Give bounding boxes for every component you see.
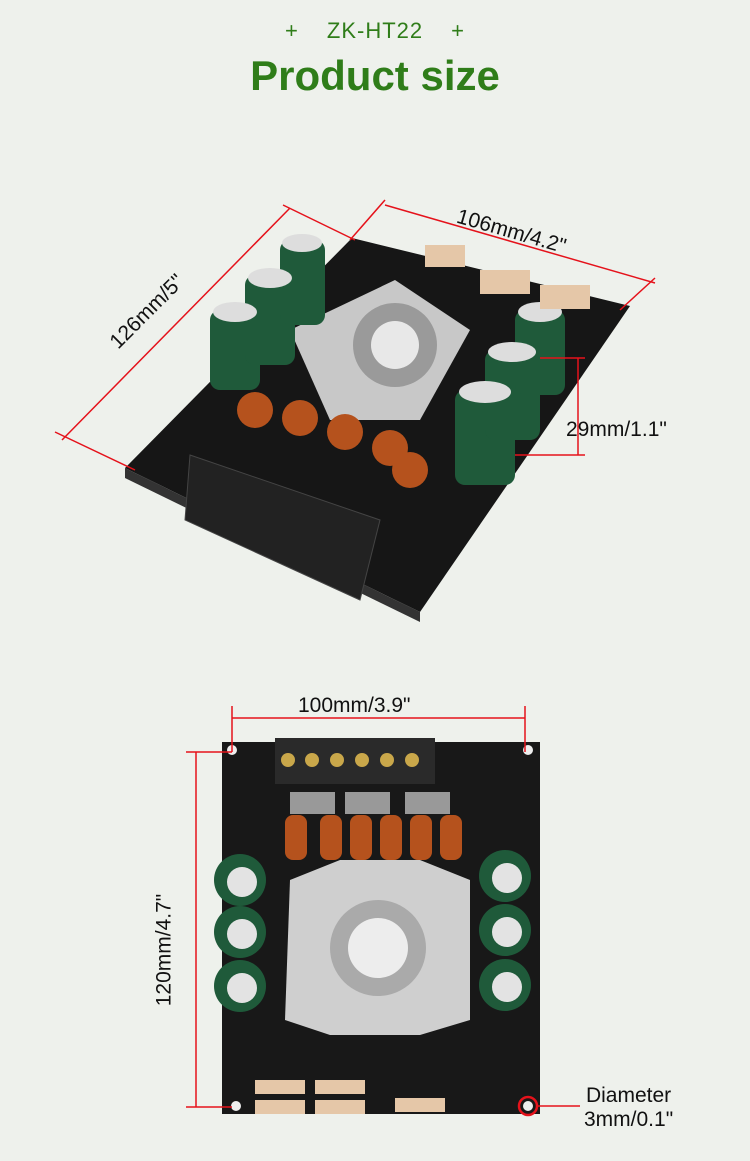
model-name: ZK-HT22 <box>326 18 424 43</box>
height-dimension-label: 29mm/1.1" <box>566 418 667 441</box>
bottom-width-label: 100mm/3.9" <box>298 694 411 717</box>
bottom-height-label: 120mm/4.7" <box>152 893 176 1007</box>
board-top-view <box>214 738 540 1114</box>
model-subtitle: + ZK-HT22 + <box>0 18 750 44</box>
hole-label-line1: Diameter <box>585 1084 672 1107</box>
plus-left: + <box>285 18 299 43</box>
page-title: Product size <box>250 52 500 99</box>
plus-right: + <box>451 18 465 43</box>
hole-label-line2: 3mm/0.1" <box>584 1108 674 1131</box>
board-perspective <box>125 234 630 622</box>
dimension-lines-top <box>54 199 656 471</box>
dimension-lines-bottom <box>186 706 580 1117</box>
